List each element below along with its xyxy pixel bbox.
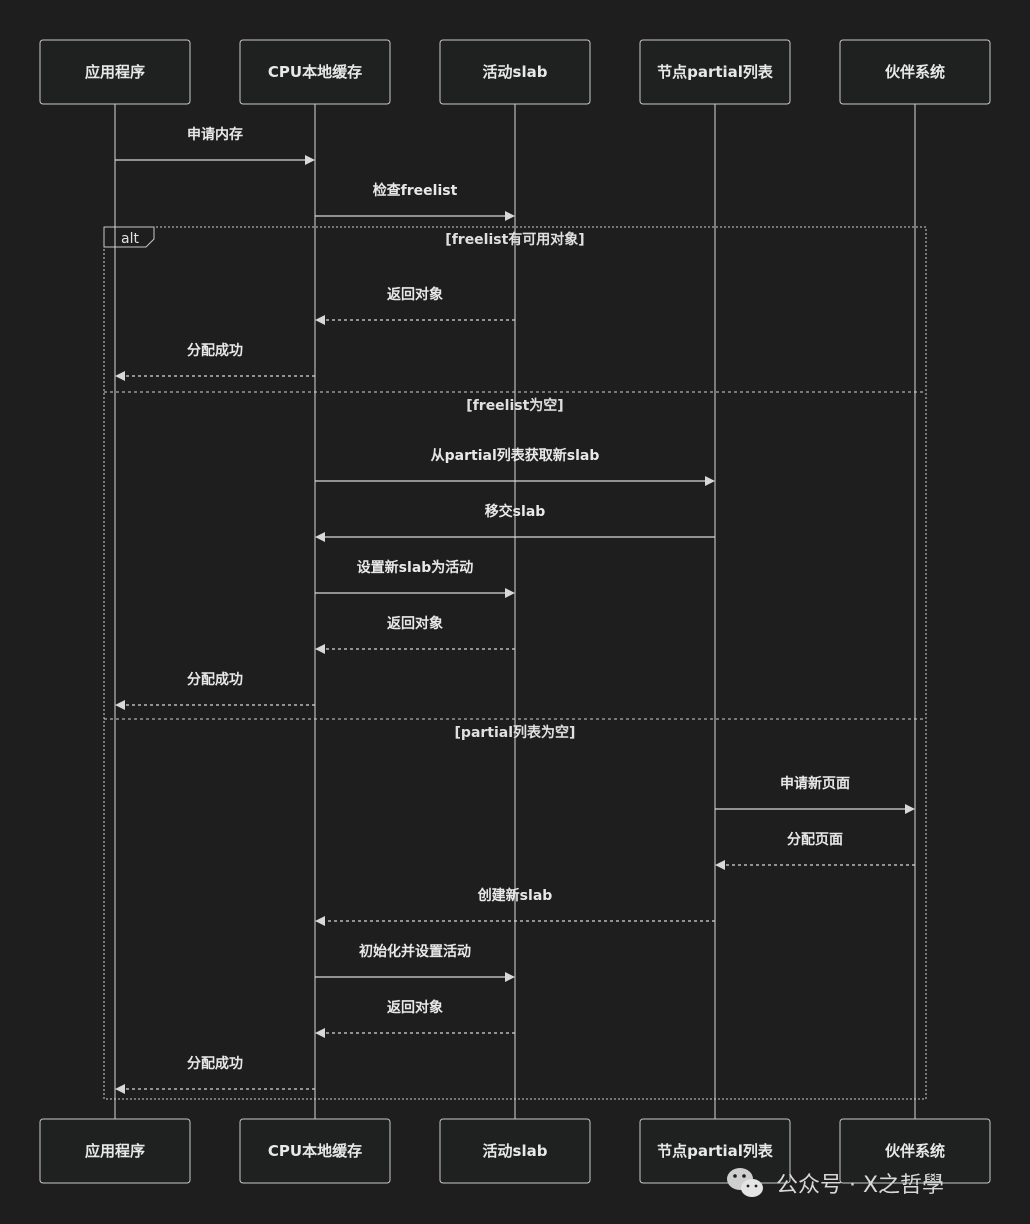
message-label: 申请内存 [187, 126, 243, 143]
watermark: 公众号 · X之哲學 [727, 1168, 944, 1198]
message-label: 返回对象 [387, 999, 443, 1016]
participant-box [839, 39, 991, 105]
message-15: 分配成功 [115, 1055, 315, 1094]
participant-label: 应用程序 [85, 63, 145, 81]
message-5: 从partial列表获取新slab [315, 447, 715, 486]
participant-label: 伙伴系统 [885, 63, 945, 81]
participant-bottom-partial: 节点partial列表 [639, 1118, 791, 1184]
arrowhead-icon [315, 916, 325, 926]
message-4: 分配成功 [115, 342, 315, 381]
arrowhead-icon [315, 315, 325, 325]
message-11: 分配页面 [715, 832, 915, 870]
message-label: 申请新页面 [780, 775, 850, 792]
arrowhead-icon [705, 476, 715, 486]
message-1: 申请内存 [115, 126, 315, 165]
participant-label: 活动slab [483, 1142, 548, 1160]
participant-box [639, 1118, 791, 1184]
participant-top-partial: 节点partial列表 [639, 39, 791, 105]
participant-bottom-cpu: CPU本地缓存 [239, 1118, 391, 1184]
message-label: 分配成功 [187, 1055, 243, 1072]
message-label: 初始化并设置活动 [359, 943, 471, 960]
message-6: 移交slab [315, 503, 715, 542]
arrowhead-icon [115, 371, 125, 381]
lifeline-layer [114, 104, 916, 1119]
message-3: 返回对象 [315, 286, 515, 325]
participant-box [439, 39, 591, 105]
arrowhead-icon [315, 644, 325, 654]
participant-box [39, 39, 191, 105]
message-label: 返回对象 [387, 615, 443, 632]
participant-box [839, 1118, 991, 1184]
participant-box [39, 1118, 191, 1184]
arrowhead-icon [715, 860, 725, 870]
message-label: 返回对象 [387, 286, 443, 303]
message-12: 创建新slab [315, 887, 715, 926]
wechat-icon [727, 1168, 763, 1197]
arrowhead-icon [115, 700, 125, 710]
watermark-text: 公众号 · X之哲學 [776, 1173, 944, 1198]
participant-label: 节点partial列表 [657, 1142, 774, 1160]
participant-top-buddy: 伙伴系统 [839, 39, 991, 105]
message-layer: 申请内存检查freelist返回对象分配成功从partial列表获取新slab移… [115, 126, 915, 1094]
arrowhead-icon [505, 211, 515, 221]
participant-box [239, 39, 391, 105]
message-label: 分配页面 [787, 832, 843, 848]
arrowhead-icon [905, 804, 915, 814]
alt-tag-label: alt [121, 231, 139, 247]
alt-tag [103, 226, 155, 248]
message-label: 移交slab [485, 503, 546, 520]
participant-bottom-app: 应用程序 [39, 1118, 191, 1184]
message-9: 分配成功 [115, 671, 315, 710]
participant-bottom-slab: 活动slab [439, 1118, 591, 1184]
arrowhead-icon [315, 1028, 325, 1038]
message-2: 检查freelist [315, 182, 515, 221]
participant-top-app: 应用程序 [39, 39, 191, 105]
message-10: 申请新页面 [715, 775, 915, 814]
participant-box [239, 1118, 391, 1184]
arrowhead-icon [305, 155, 315, 165]
participant-label: 节点partial列表 [657, 63, 774, 81]
message-label: 分配成功 [187, 671, 243, 688]
arrowhead-icon [315, 532, 325, 542]
message-label: 设置新slab为活动 [357, 559, 474, 576]
participant-box [439, 1118, 591, 1184]
arrowhead-icon [505, 972, 515, 982]
arrowhead-icon [115, 1084, 125, 1094]
participant-label: CPU本地缓存 [268, 1142, 362, 1160]
participant-top-cpu: CPU本地缓存 [239, 39, 391, 105]
arrowhead-icon [505, 588, 515, 598]
participant-bottom-buddy: 伙伴系统 [839, 1118, 991, 1184]
message-8: 返回对象 [315, 615, 515, 654]
participant-label: 伙伴系统 [885, 1142, 945, 1160]
participant-top-slab: 活动slab [439, 39, 591, 105]
message-label: 创建新slab [477, 887, 553, 904]
message-label: 分配成功 [187, 342, 243, 359]
message-7: 设置新slab为活动 [315, 559, 515, 598]
participant-box [639, 39, 791, 105]
participant-label: CPU本地缓存 [268, 63, 362, 81]
message-label: 检查freelist [373, 182, 458, 199]
message-14: 返回对象 [315, 999, 515, 1038]
participant-label: 活动slab [483, 63, 548, 81]
message-13: 初始化并设置活动 [315, 943, 515, 982]
participant-label: 应用程序 [85, 1142, 145, 1160]
message-label: 从partial列表获取新slab [431, 447, 600, 464]
